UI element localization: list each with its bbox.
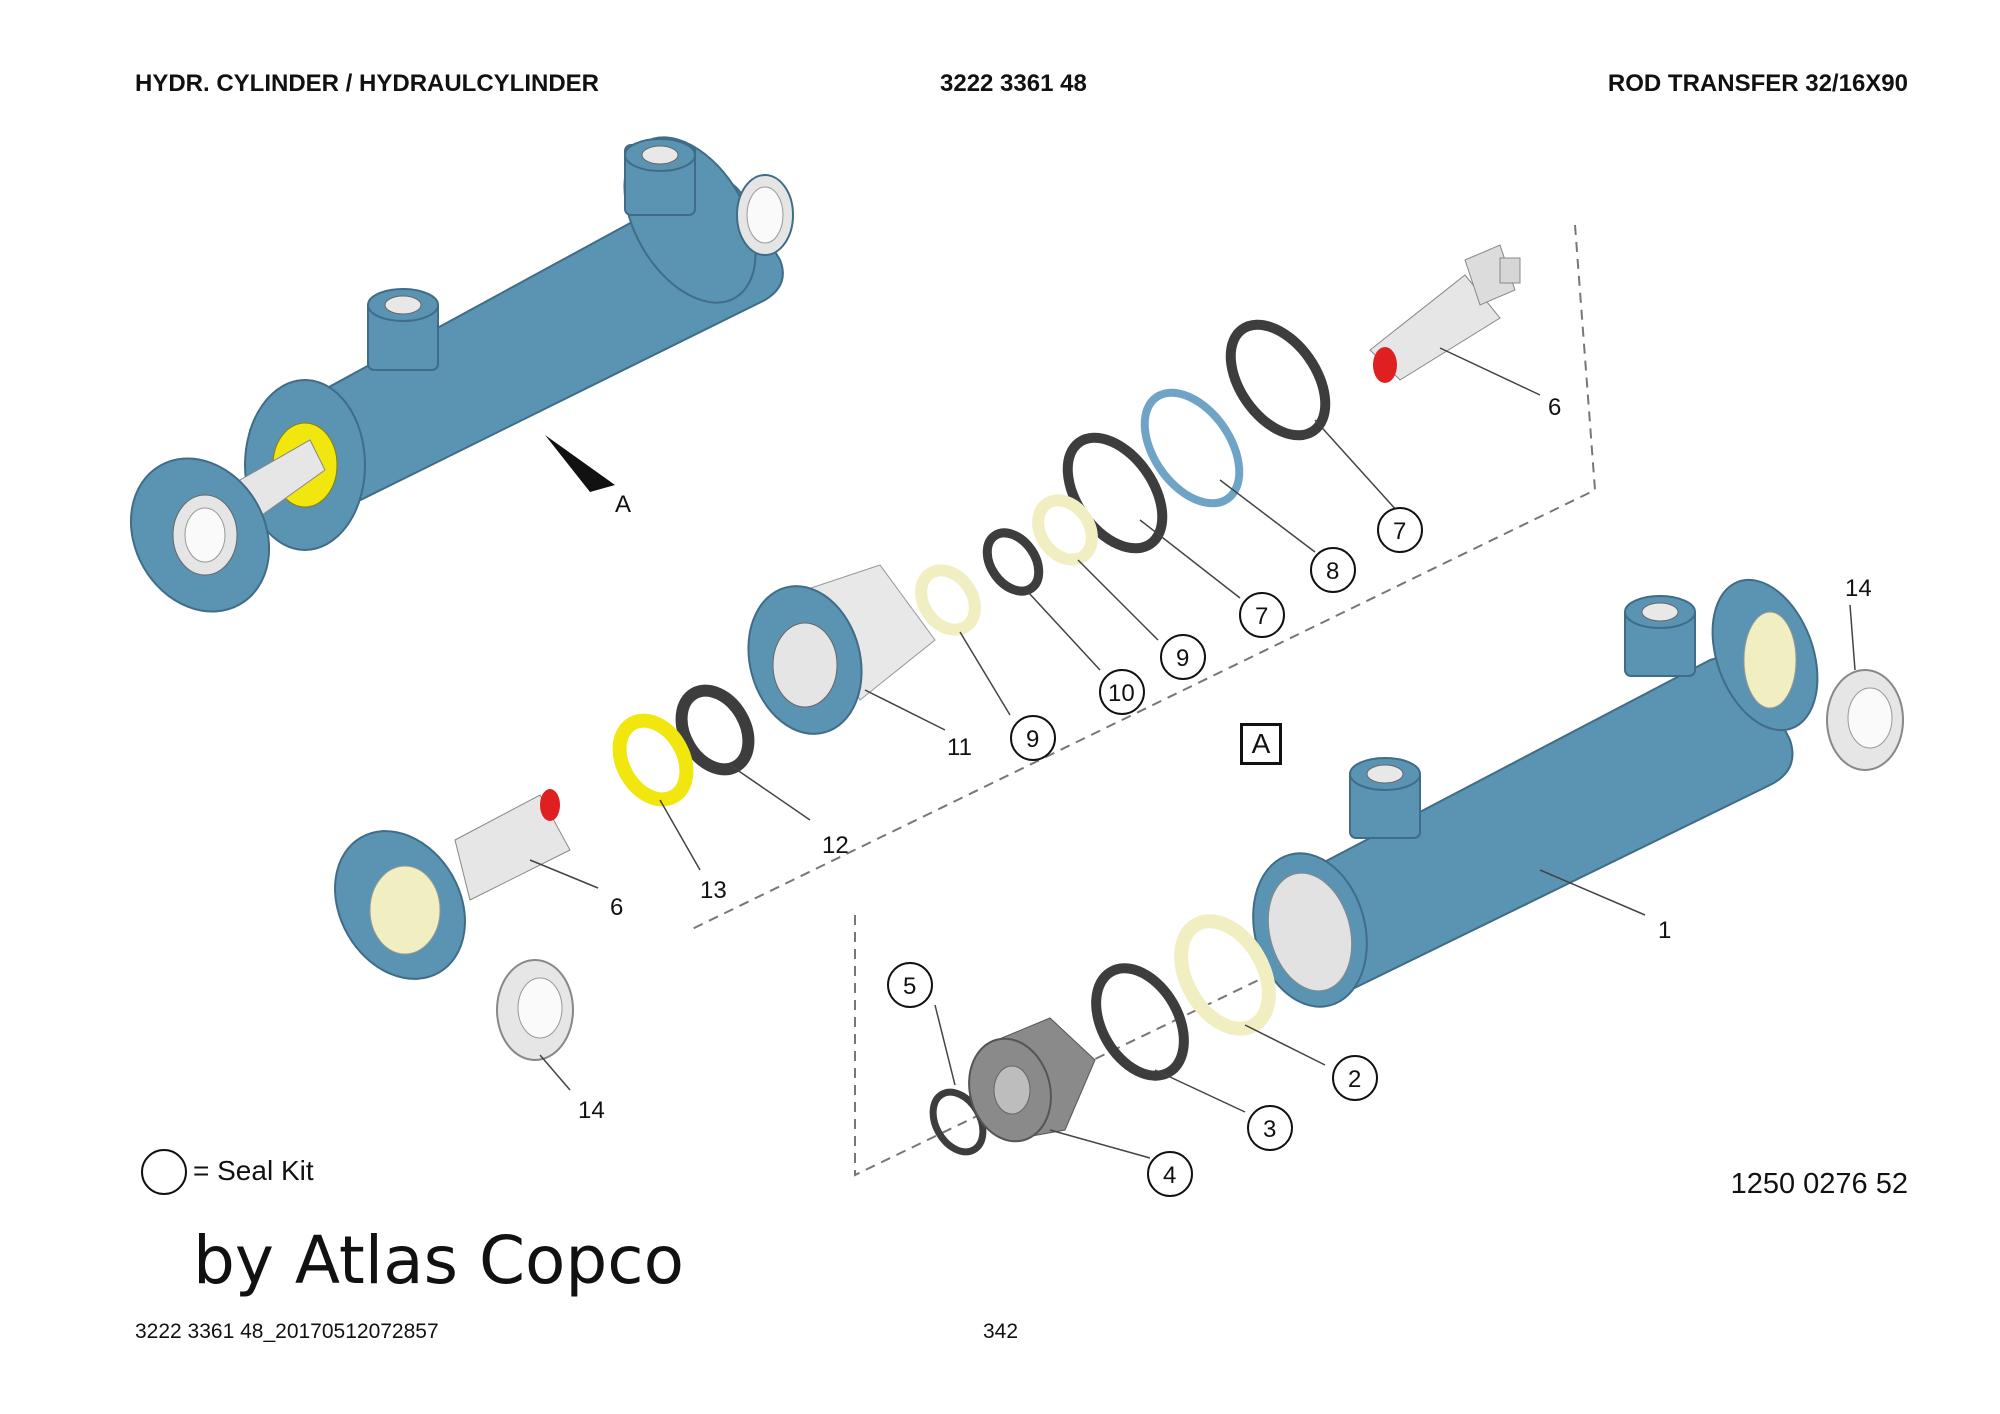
svg-text:12: 12 [822, 832, 849, 859]
callout-4: 4 [1147, 1151, 1193, 1197]
svg-text:14: 14 [578, 1097, 605, 1124]
header-left-title: HYDR. CYLINDER / HYDRAULCYLINDER [135, 70, 600, 97]
explode-frame-lower [854, 915, 1301, 1177]
svg-text:13: 13 [700, 877, 727, 904]
cylinder-head [747, 564, 936, 735]
callout-2: 2 [1332, 1055, 1378, 1101]
header-part-number: 3222 3361 48 [940, 70, 1087, 97]
footer-page-number: 342 [983, 1320, 1019, 1343]
assembled-cylinder [129, 136, 794, 613]
header-right-title: ROD TRANSFER 32/16X90 [1607, 70, 1908, 97]
rings-lower [929, 914, 1276, 1156]
callout-9-upper: 9 [1160, 634, 1206, 680]
seals-rod [612, 684, 755, 807]
svg-text:11: 11 [947, 734, 972, 761]
callout-13: 13 [700, 877, 727, 904]
callout-3: 3 [1247, 1105, 1293, 1151]
svg-text:4: 4 [1163, 1162, 1176, 1189]
callout-14-right: 14 [1845, 575, 1872, 602]
svg-text:5: 5 [903, 973, 916, 1000]
svg-text:9: 9 [1026, 726, 1039, 753]
svg-text:10: 10 [1108, 680, 1135, 707]
callout-9-lower: 9 [1010, 715, 1056, 761]
callout-14-lower: 14 [578, 1097, 605, 1124]
svg-text:2: 2 [1348, 1066, 1361, 1093]
callout-6-upper: 6 [1548, 394, 1561, 421]
rings-upper [915, 319, 1331, 636]
svg-text:1: 1 [1658, 917, 1671, 944]
callout-10: 10 [1099, 669, 1145, 715]
callout-1: 1 [1658, 917, 1671, 944]
svg-text:7: 7 [1393, 518, 1406, 545]
piston-rod-upper [1369, 244, 1521, 383]
callout-7-outer: 7 [1377, 507, 1423, 553]
callout-12: 12 [822, 832, 849, 859]
explode-frame-upper [689, 224, 1597, 931]
callout-7-inner: 7 [1239, 592, 1285, 638]
drawing-number: 1250 0276 52 [1730, 1168, 1908, 1200]
cylinder-tube [1252, 578, 1819, 1008]
piston-rod-lower [334, 789, 571, 980]
callout-11: 11 [947, 734, 972, 761]
view-a-box: A [1240, 723, 1282, 765]
svg-text:7: 7 [1255, 603, 1268, 630]
view-a-arrow [545, 435, 615, 492]
piston [968, 1017, 1096, 1143]
view-a-marker: A [615, 491, 631, 518]
svg-text:8: 8 [1326, 558, 1339, 585]
bearing-lower [496, 959, 574, 1061]
svg-text:3: 3 [1263, 1116, 1276, 1143]
svg-text:9: 9 [1176, 645, 1189, 672]
callout-6-lower: 6 [610, 894, 623, 921]
seal-kit-legend: = Seal Kit [193, 1155, 314, 1186]
footer-file-id: 3222 3361 48_20170512072857 [135, 1320, 439, 1343]
leader-lines [529, 347, 1856, 1159]
seal-kit-legend-circle [141, 1149, 187, 1195]
callout-5: 5 [887, 962, 933, 1008]
callout-8: 8 [1310, 547, 1356, 593]
brand-signature: by Atlas Copco [193, 1222, 684, 1299]
svg-text:14: 14 [1845, 575, 1872, 602]
bearing-right [1826, 669, 1904, 771]
svg-text:6: 6 [1548, 394, 1561, 421]
svg-text:6: 6 [610, 894, 623, 921]
